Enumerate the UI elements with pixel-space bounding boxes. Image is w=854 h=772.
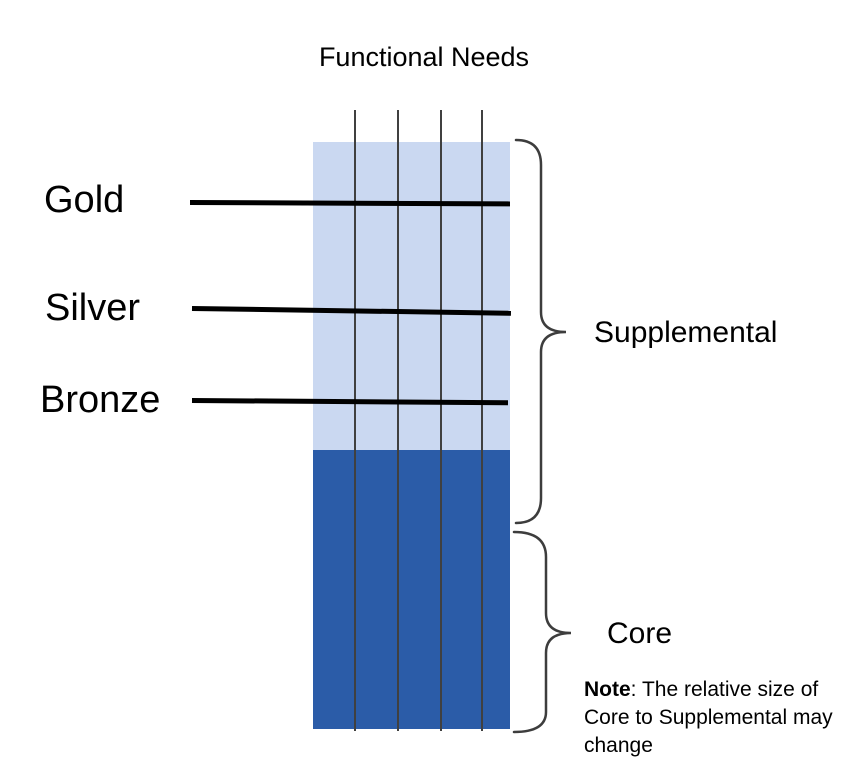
core-bar-region	[313, 450, 510, 729]
section-label-supplemental: Supplemental	[594, 316, 778, 349]
section-label-core: Core	[607, 617, 673, 650]
vertical-divider-line	[440, 110, 442, 731]
tier-line-gold	[189, 200, 511, 207]
core-brace-icon	[512, 530, 572, 734]
note-body: : The relative size of Core to Supplemen…	[584, 678, 833, 757]
supplemental-brace-icon	[514, 138, 567, 525]
vertical-divider-line	[354, 110, 356, 731]
note-text: Note: The relative size of Core to Suppl…	[584, 676, 836, 760]
note-label: Note	[584, 678, 631, 701]
tier-label-silver: Silver	[45, 287, 141, 329]
diagram-title: Functional Needs	[318, 42, 530, 72]
vertical-divider-line	[481, 110, 483, 731]
tier-label-gold: Gold	[44, 179, 125, 221]
tier-label-bronze: Bronze	[40, 379, 161, 421]
vertical-divider-line	[397, 110, 399, 731]
brace-group	[512, 138, 572, 734]
